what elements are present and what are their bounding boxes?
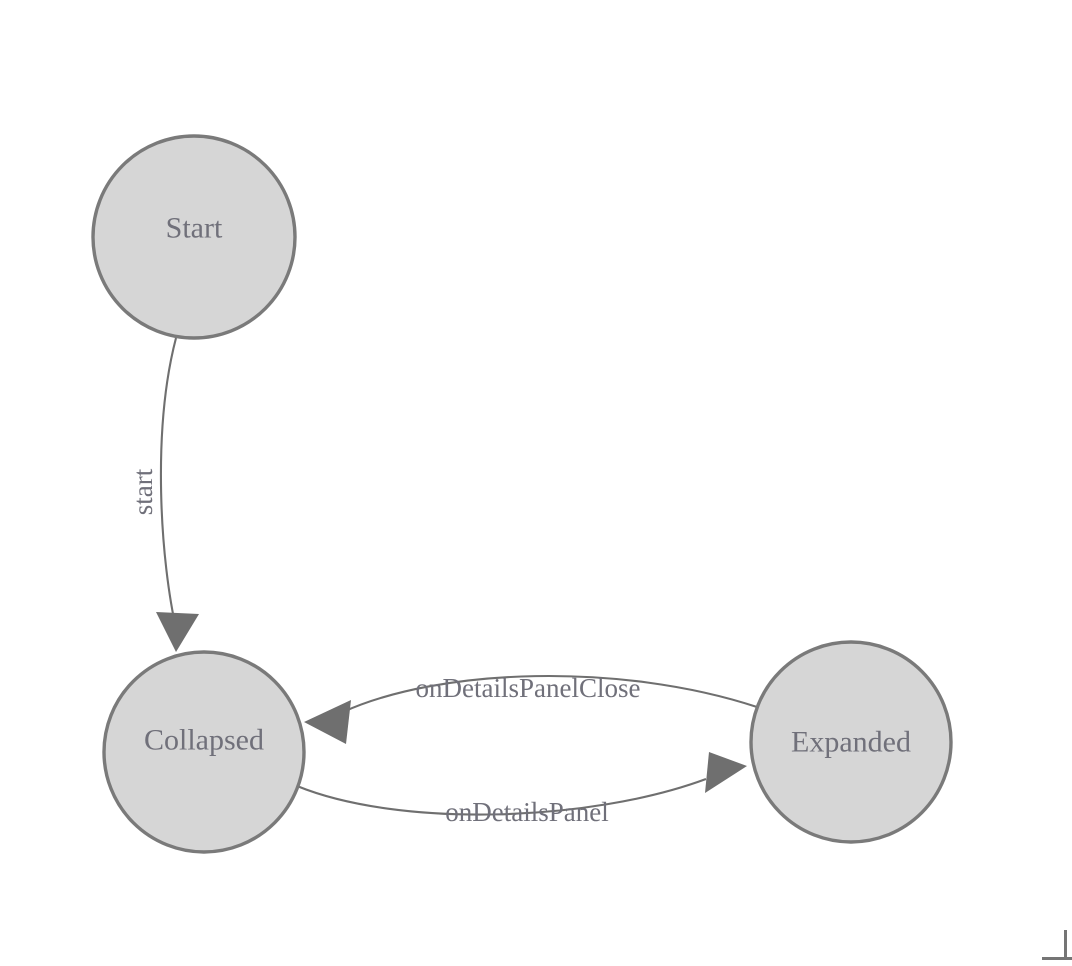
edge-line [296, 778, 707, 816]
edge-label-on-details-panel: onDetailsPanel [445, 797, 608, 827]
edge-start-to-collapsed[interactable]: start [128, 337, 199, 652]
state-node-expanded[interactable]: Expanded [749, 640, 953, 844]
edge-line [159, 337, 179, 634]
state-node-collapsed[interactable]: Collapsed [102, 650, 306, 854]
arrowhead-icon [304, 700, 351, 744]
edge-expanded-to-collapsed[interactable]: onDetailsPanelClose [304, 673, 758, 744]
edge-line [342, 674, 758, 713]
node-shape [91, 134, 297, 340]
edge-label-start: start [128, 468, 158, 515]
corner-horizontal-line [1042, 957, 1072, 960]
node-label-start: Start [166, 212, 223, 245]
node-label-expanded: Expanded [791, 726, 911, 759]
corner-vertical-line [1064, 930, 1067, 960]
state-node-start[interactable]: Start [91, 134, 297, 340]
edge-collapsed-to-expanded[interactable]: onDetailsPanel [296, 752, 747, 827]
arrowhead-icon [156, 612, 199, 652]
node-label-collapsed: Collapsed [144, 724, 264, 757]
bottom-right-corner-artifact [1042, 930, 1072, 960]
node-shape [749, 640, 953, 844]
node-group: Start Collapsed Expanded [91, 134, 953, 854]
edge-label-on-details-panel-close: onDetailsPanelClose [416, 673, 641, 703]
arrowhead-icon [705, 752, 747, 793]
node-shape [102, 650, 306, 854]
edge-group: start onDetailsPanelClose onDetailsPanel [128, 337, 758, 827]
